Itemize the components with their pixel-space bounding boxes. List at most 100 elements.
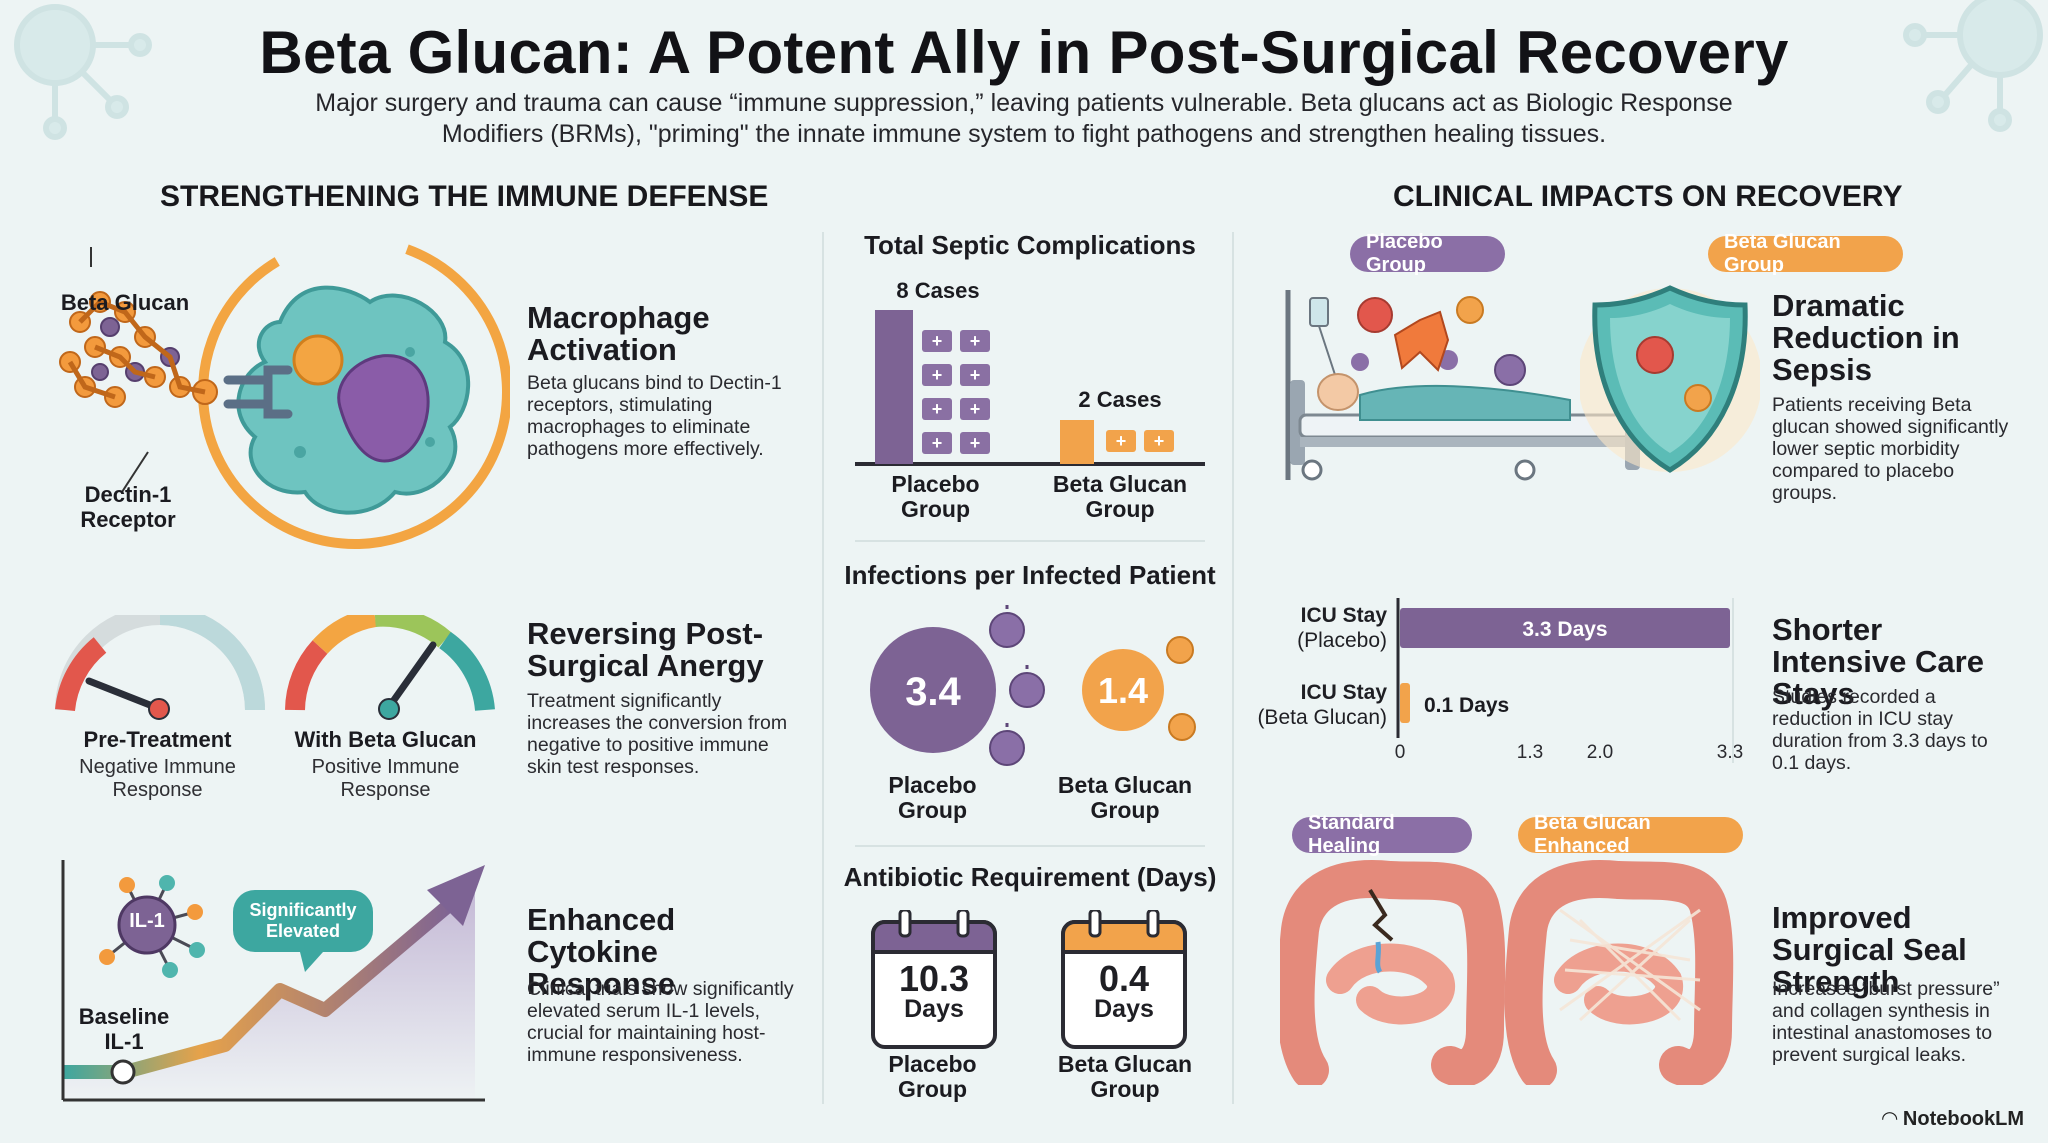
divider xyxy=(855,845,1205,847)
divider xyxy=(855,540,1205,542)
infections-beta-group: Beta Glucan Group xyxy=(1057,772,1193,823)
enhanced-healing-pill: Beta Glucan Enhanced xyxy=(1518,812,1743,857)
with-beta-glucan-sub: Positive Immune Response xyxy=(311,756,460,801)
case-kit-icon-cross: + xyxy=(970,331,981,351)
icu-tick-label: 1.3 xyxy=(1517,742,1543,763)
infections-beta-value: 1.4 xyxy=(1097,670,1149,711)
beta-glucan-label: Beta Glucan xyxy=(60,290,190,315)
calendar-placebo-icon xyxy=(871,910,997,1049)
icu-bar-placebo xyxy=(1400,608,1730,648)
calendar-beta-icon xyxy=(1061,910,1187,1049)
antibiotic-placebo-unit: Days xyxy=(904,995,964,1023)
with-beta-glucan-gauge xyxy=(285,615,495,720)
case-kit-icon-cross: + xyxy=(1154,431,1165,451)
divider xyxy=(1732,598,1734,763)
antibiotic-beta-group: Beta Glucan Group xyxy=(1057,1051,1193,1102)
case-kit-icon-cross: + xyxy=(1116,431,1127,451)
icu-bar-chart: 3.3 Days 0.1 Days 0 1.3 2.0 3.3 xyxy=(1395,598,1744,763)
icu-x-ticks: 0 1.3 2.0 3.3 xyxy=(1395,742,1744,763)
icu-data-label-placebo: 3.3 Days xyxy=(1522,618,1607,641)
antibiotic-beta-value: 0.4 xyxy=(1098,958,1150,999)
page-subtitle: Major surgery and trauma can cause “immu… xyxy=(315,89,1733,148)
icu-category-placebo-label: ICU Stay(Placebo) xyxy=(1297,604,1387,652)
icu-title: Shorter Intensive Care Stays xyxy=(1772,612,1984,711)
notebooklm-logo-icon: ◠ xyxy=(1881,1108,1903,1130)
case-kit-icon-cross: + xyxy=(932,365,943,385)
standard-intestine-icon xyxy=(1280,860,1506,1085)
septic-placebo-group: Placebo Group xyxy=(891,471,980,522)
seal-desc: Increases “burst pressure” and collagen … xyxy=(1772,978,2000,1066)
case-kit-icon-cross: + xyxy=(932,399,943,419)
icu-category-main: ICU Stay xyxy=(1300,681,1387,704)
sepsis-title: Dramatic Reduction in Sepsis xyxy=(1772,288,1960,387)
septic-placebo-bar xyxy=(875,310,913,464)
enhanced-intestine-icon xyxy=(1504,860,1734,1085)
shield-icon xyxy=(1580,285,1760,473)
icu-category-sub: (Placebo) xyxy=(1297,629,1387,652)
case-kit-icon-cross: + xyxy=(970,433,981,453)
intestine-illustration xyxy=(1280,860,1734,1085)
case-kit-icon xyxy=(922,330,952,352)
dectin-receptor-label: Dectin-1 Receptor xyxy=(80,482,176,532)
case-kit-icon xyxy=(960,398,990,420)
anergy-title: Reversing Post-Surgical Anergy xyxy=(527,616,764,683)
page-title: Beta Glucan: A Potent Ally in Post-Surgi… xyxy=(259,19,1789,86)
antibiotic-calendars xyxy=(871,910,1187,1049)
anergy-desc: Treatment significantly increases the co… xyxy=(527,690,788,778)
case-kit-icon xyxy=(960,432,990,454)
cytokine-title: Enhanced Cytokine Response xyxy=(527,902,676,1001)
icu-category-beta: ICU Stay(Beta Glucan) xyxy=(1255,680,1387,730)
cytokine-desc: Clinical trials show significantly eleva… xyxy=(527,978,794,1066)
case-kit-icon-cross: + xyxy=(932,331,943,351)
antibiotic-beta-unit: Days xyxy=(1094,995,1154,1023)
beta-case-icons: ++ xyxy=(1106,430,1174,452)
placebo-case-icons: ++++++++ xyxy=(922,330,990,454)
virus-decoration-icon xyxy=(14,4,152,140)
case-kit-icon xyxy=(960,364,990,386)
case-kit-icon-cross: + xyxy=(970,365,981,385)
virus-icon xyxy=(989,612,1045,766)
case-kit-icon xyxy=(1144,430,1174,452)
case-kit-icon xyxy=(922,398,952,420)
infections-placebo-group: Placebo Group xyxy=(888,772,977,823)
case-kit-icon-cross: + xyxy=(970,399,981,419)
case-kit-icon xyxy=(922,432,952,454)
pre-treatment-label: Pre-Treatment xyxy=(83,727,232,752)
right-section-heading: CLINICAL IMPACTS ON RECOVERY xyxy=(1393,180,1903,213)
macrophage-activation-desc: Beta glucans bind to Dectin-1 receptors,… xyxy=(527,372,782,460)
septic-placebo-count: 8 Cases xyxy=(896,278,980,303)
antibiotic-heading: Antibiotic Requirement (Days) xyxy=(843,862,1217,892)
virus-icon xyxy=(1166,636,1196,741)
icu-tick-label: 3.3 xyxy=(1717,742,1743,763)
divider xyxy=(1232,232,1234,1104)
pre-treatment-gauge xyxy=(55,615,265,720)
septic-beta-group: Beta Glucan Group xyxy=(1052,471,1188,522)
sepsis-desc: Patients receiving Beta glucan showed si… xyxy=(1772,394,2009,504)
icu-data-label-beta: 0.1 Days xyxy=(1424,694,1509,717)
elevated-bubble-label: Significantly Elevated xyxy=(249,900,357,941)
brand-text: NotebookLM xyxy=(1902,1108,2024,1130)
antibiotic-placebo-group: Placebo Group xyxy=(888,1051,977,1102)
macrophage-activation-title: Macrophage Activation xyxy=(527,300,710,367)
standard-healing-pill: Standard Healing xyxy=(1292,812,1472,857)
divider xyxy=(822,232,824,1104)
with-beta-glucan-label: With Beta Glucan xyxy=(294,727,477,752)
baseline-il1-label: Baseline IL-1 xyxy=(78,1004,170,1054)
icu-category-placebo: ICU Stay(Placebo) xyxy=(1262,603,1387,653)
icu-category-main: ICU Stay xyxy=(1300,604,1387,627)
icu-desc: Studies recorded a reduction in ICU stay… xyxy=(1772,686,1988,774)
antibiotic-placebo-value: 10.3 xyxy=(898,958,970,999)
icu-tick-label: 0 xyxy=(1395,742,1406,763)
septic-beta-bar xyxy=(1060,420,1094,464)
icu-bar-beta xyxy=(1400,683,1410,723)
case-kit-icon xyxy=(1106,430,1136,452)
macrophage-illustration xyxy=(59,234,510,549)
septic-bar-chart: ++++++++ ++ xyxy=(855,310,1205,466)
virus-decoration-right-icon xyxy=(1903,0,2043,132)
icu-tick-label: 2.0 xyxy=(1587,742,1613,763)
beta-group-pill: Beta Glucan Group xyxy=(1708,231,1903,276)
septic-heading: Total Septic Complications xyxy=(864,230,1196,260)
infections-bubbles xyxy=(870,605,1196,766)
notebooklm-brand: ◠ NotebookLM xyxy=(1882,1106,2024,1131)
infections-placebo-value: 3.4 xyxy=(905,670,961,714)
